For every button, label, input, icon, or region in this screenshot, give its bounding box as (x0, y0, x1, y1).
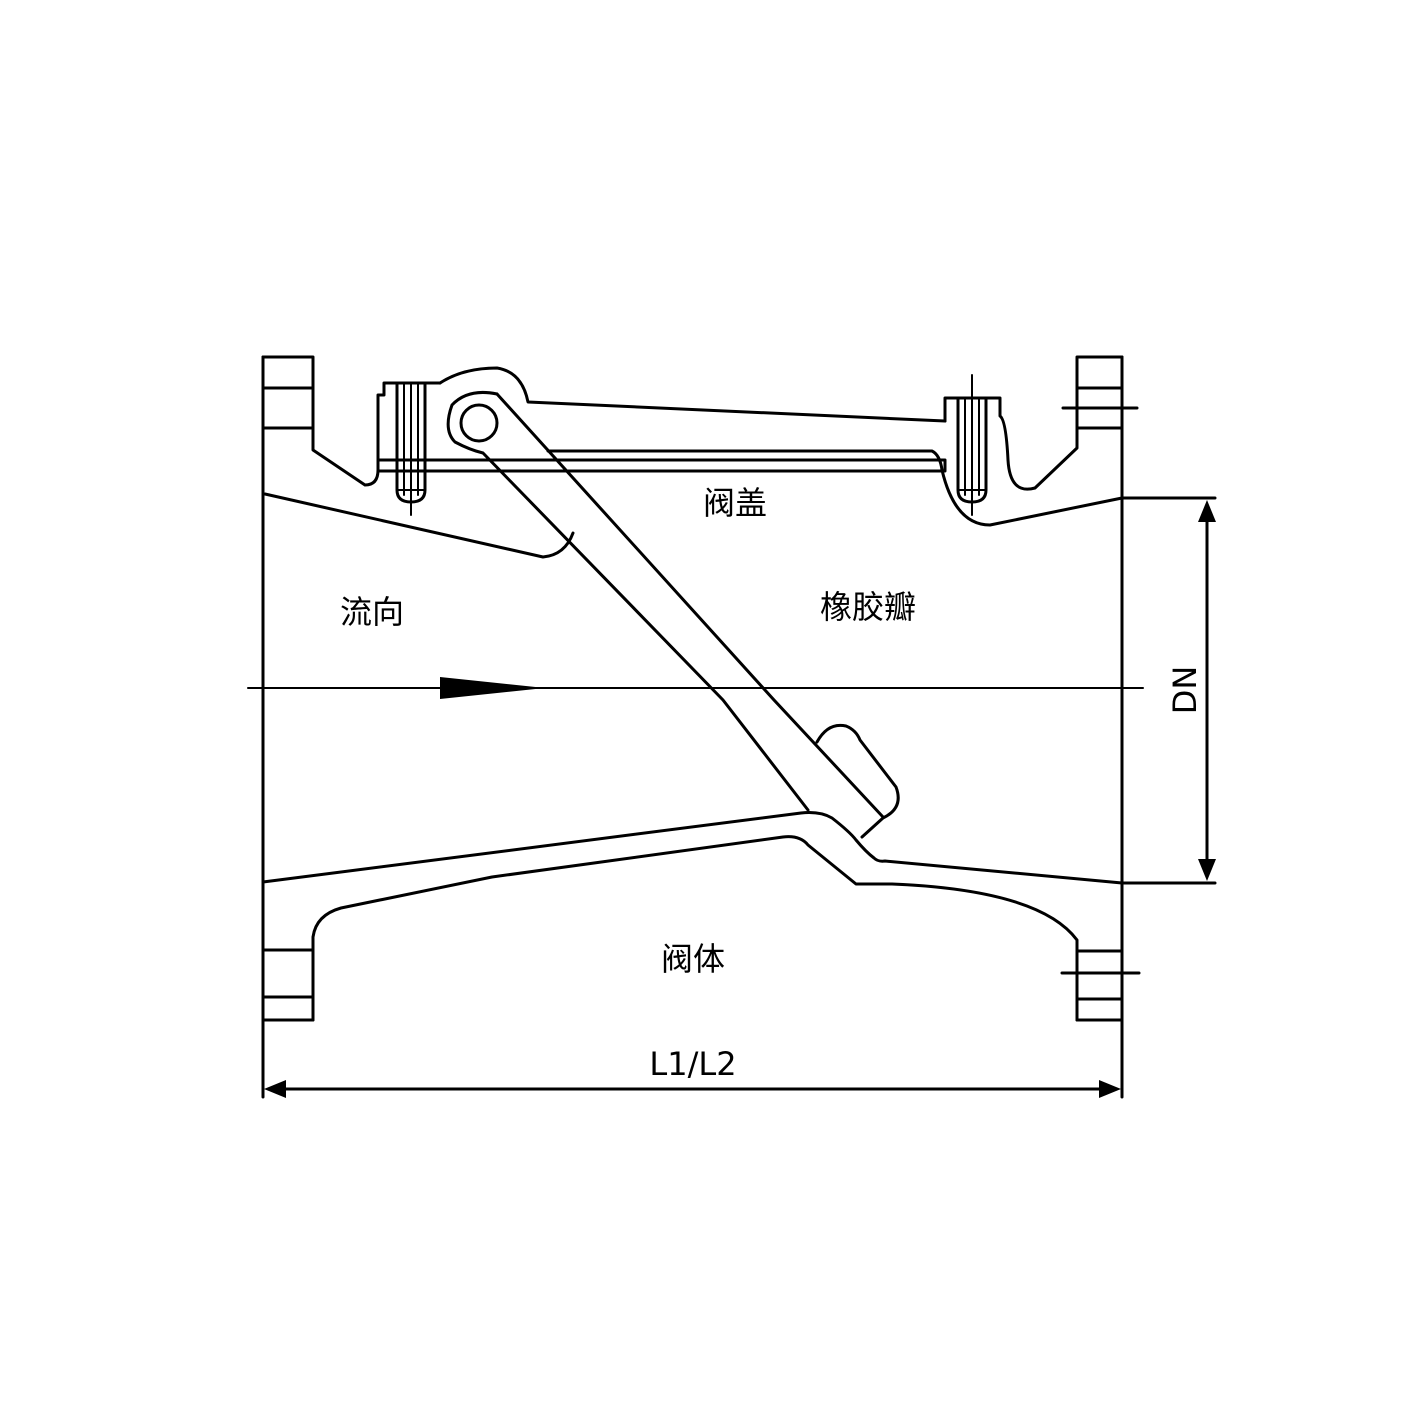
hinge-pin (459, 403, 499, 443)
disc-weight (815, 723, 900, 839)
rubber-disc-label: 橡胶瓣 (820, 588, 916, 626)
length-label: L1/L2 (649, 1045, 736, 1083)
bonnet-label: 阀盖 (703, 484, 767, 522)
right-bottom-flange (1060, 949, 1141, 1022)
length-dimension (264, 1080, 1121, 1098)
right-top-flange (943, 355, 1139, 491)
flow-direction-label: 流向 (340, 593, 404, 631)
body-outline (311, 835, 1079, 1022)
lower-seat-line (261, 811, 1124, 885)
dn-label: DN (1166, 666, 1204, 715)
disc-arm (446, 390, 900, 839)
upper-seat-line (263, 492, 575, 559)
left-bolt (395, 381, 427, 516)
body-label: 阀体 (661, 940, 725, 978)
bonnet (376, 366, 1124, 527)
left-top-flange (261, 355, 442, 487)
left-bottom-flange (261, 948, 315, 1022)
flow-arrow-icon (440, 677, 545, 699)
dn-dimension (1120, 496, 1217, 885)
right-bolt (956, 374, 988, 516)
